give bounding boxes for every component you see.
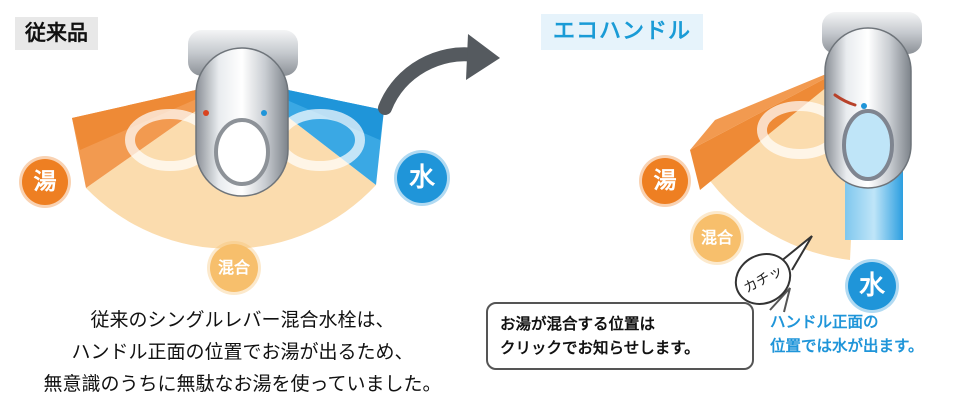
eco-hot-water-badge: 湯 — [642, 158, 688, 204]
conventional-faucet — [188, 30, 298, 197]
callout-tail — [769, 287, 791, 313]
hot-water-badge: 湯 — [22, 159, 68, 205]
caption-line: ハンドル正面の位置でお湯が出るため、 — [71, 342, 414, 363]
click-bubble-tail — [779, 235, 813, 271]
eco-callout: お湯が混合する位置は クリックでお知らせします。 — [486, 302, 754, 370]
cold-water-note: ハンドル正面の 位置では水が出ます。 — [770, 310, 976, 358]
mix-water-badge: 混合 — [210, 244, 258, 292]
eco-label: エコハンドル — [541, 14, 704, 51]
conventional-caption: 従来のシングルレバー混合水栓は、 ハンドル正面の位置でお湯が出るため、 無意識の… — [15, 305, 470, 400]
cold-note-line: ハンドル正面の — [770, 313, 879, 331]
callout-line: お湯が混合する位置は — [500, 315, 656, 333]
eco-cold-water-badge: 水 — [848, 262, 896, 310]
cold-water-badge: 水 — [397, 153, 447, 203]
transition-arrow — [378, 34, 500, 115]
callout-line: クリックでお知らせします。 — [500, 339, 700, 357]
cold-note-line: 位置では水が出ます。 — [770, 337, 924, 355]
caption-line: 無意識のうちに無駄なお湯を使っていました。 — [43, 374, 442, 395]
eco-faucet — [822, 12, 922, 189]
conventional-label: 従来品 — [15, 17, 98, 51]
eco-mix-water-badge: 混合 — [693, 214, 741, 262]
caption-line: 従来のシングルレバー混合水栓は、 — [90, 310, 395, 331]
